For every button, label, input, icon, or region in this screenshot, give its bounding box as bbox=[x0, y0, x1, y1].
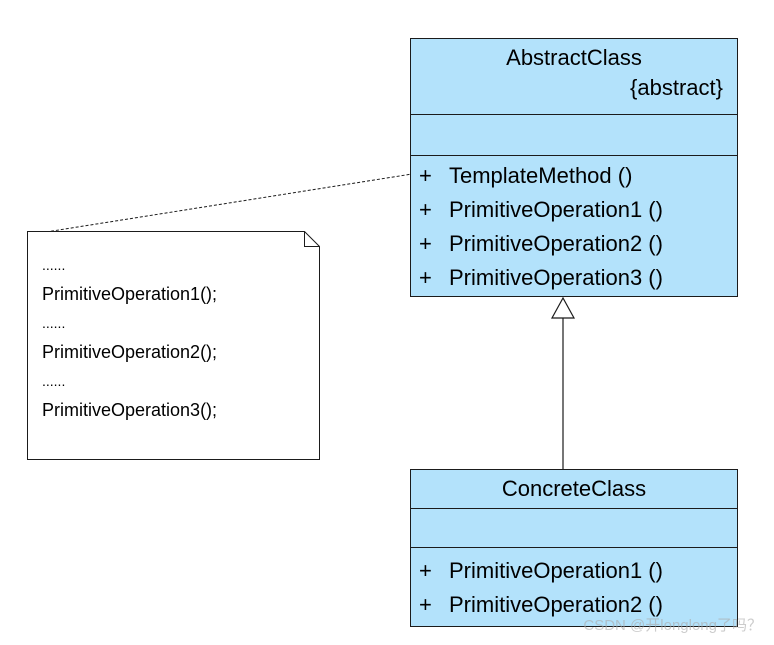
abstract-class-name-compartment: AbstractClass {abstract} bbox=[411, 39, 737, 115]
note-code-line: PrimitiveOperation1(); bbox=[42, 284, 218, 304]
operation-row: + PrimitiveOperation3 () bbox=[411, 261, 737, 295]
operation-signature: PrimitiveOperation1 () bbox=[449, 558, 663, 583]
operation-row: + PrimitiveOperation2 () bbox=[411, 588, 737, 622]
concrete-class-box: ConcreteClass + PrimitiveOperation1 () + P… bbox=[410, 469, 738, 627]
note-code-line: PrimitiveOperation3(); bbox=[42, 400, 218, 420]
note-code-line: PrimitiveOperation2(); bbox=[42, 342, 218, 362]
operation-visibility: + bbox=[419, 231, 432, 256]
operation-visibility: + bbox=[419, 592, 432, 617]
concrete-class-attributes-compartment bbox=[411, 509, 737, 548]
operation-visibility: + bbox=[419, 558, 432, 583]
operation-visibility: + bbox=[419, 197, 432, 222]
note-text: ...... PrimitiveOperation1(); ...... Pri… bbox=[42, 251, 217, 425]
operation-row: + TemplateMethod () bbox=[411, 159, 737, 193]
abstract-class-name: AbstractClass bbox=[506, 45, 642, 70]
operation-row: + PrimitiveOperation1 () bbox=[411, 554, 737, 588]
watermark: CSDN @开longlong了吗？ bbox=[583, 617, 762, 634]
abstract-class-attributes-compartment bbox=[411, 115, 737, 156]
note-shape bbox=[27, 231, 320, 460]
operation-signature: PrimitiveOperation2 () bbox=[449, 592, 663, 617]
abstract-stereotype: {abstract} bbox=[630, 75, 723, 100]
operation-signature: PrimitiveOperation2 () bbox=[449, 231, 663, 256]
uml-note: ...... PrimitiveOperation1(); ...... Pri… bbox=[27, 231, 320, 460]
note-ellipsis: ...... bbox=[42, 315, 66, 331]
operation-row: + PrimitiveOperation2 () bbox=[411, 227, 737, 261]
note-ellipsis: ...... bbox=[42, 373, 66, 389]
operation-row: + PrimitiveOperation1 () bbox=[411, 193, 737, 227]
concrete-class-operations-compartment: + PrimitiveOperation1 () + PrimitiveOperat… bbox=[411, 548, 737, 626]
concrete-class-name: ConcreteClass bbox=[501, 476, 647, 501]
abstract-class-box: AbstractClass {abstract} + TemplateMethod… bbox=[410, 38, 738, 297]
note-attachment-line bbox=[45, 173, 413, 233]
operation-signature: PrimitiveOperation3 () bbox=[449, 265, 663, 290]
operation-signature: TemplateMethod () bbox=[449, 163, 633, 188]
generalization-arrowhead bbox=[550, 296, 576, 319]
concrete-class-name-compartment: ConcreteClass bbox=[411, 470, 737, 509]
abstract-class-operations-compartment: + TemplateMethod () + PrimitiveOperation1 … bbox=[411, 156, 737, 296]
note-ellipsis: ...... bbox=[42, 257, 66, 273]
operation-visibility: + bbox=[419, 265, 432, 290]
operation-visibility: + bbox=[419, 163, 432, 188]
operation-signature: PrimitiveOperation1 () bbox=[449, 197, 663, 222]
